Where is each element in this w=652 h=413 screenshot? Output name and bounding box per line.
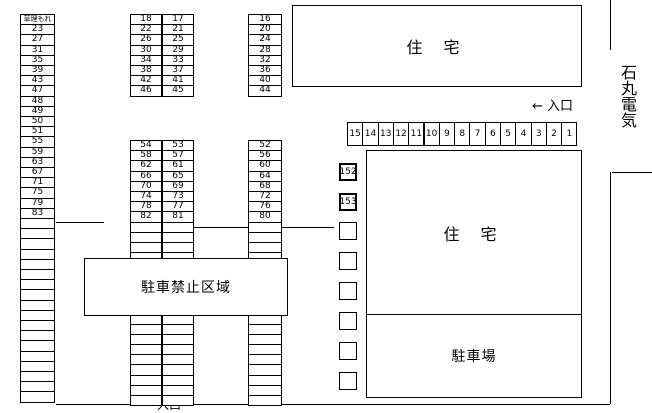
parking-space: 3 xyxy=(530,122,547,146)
housing-top: 住 宅 xyxy=(292,5,582,87)
no-parking-zone: 駐車禁止区域 xyxy=(84,258,288,316)
street-boundary-line xyxy=(610,172,611,404)
parking-space-empty xyxy=(339,342,357,360)
row-divider-mid xyxy=(130,227,334,228)
parking-space-empty xyxy=(339,252,357,270)
parking-space: 152 xyxy=(339,163,357,181)
parking-space-empty xyxy=(339,282,357,300)
parking-space: 2 xyxy=(545,122,563,146)
parking-space-empty xyxy=(339,222,357,240)
bottom-road-line-right xyxy=(190,404,610,405)
parking-lot-label: 駐車場 xyxy=(451,349,497,365)
parking-space: 153 xyxy=(339,193,357,211)
parking-space: 5 xyxy=(500,122,517,146)
parking-space: 14 xyxy=(362,122,379,146)
parking-space: 45 xyxy=(162,85,194,97)
parking-space: 13 xyxy=(377,122,394,146)
parking-space: 7 xyxy=(469,122,486,146)
parking-space: 8 xyxy=(454,122,471,146)
housing-right-label: 住 宅 xyxy=(443,224,505,244)
housing-right: 住 宅 xyxy=(366,150,582,315)
parking-space: 4 xyxy=(515,122,532,146)
housing-top-label: 住 宅 xyxy=(406,38,468,57)
no-parking-label: 駐車禁止区域 xyxy=(141,280,231,296)
parking-space-empty xyxy=(339,372,357,390)
row-divider-left xyxy=(56,222,104,223)
parking-space: 9 xyxy=(438,122,456,146)
street-divider xyxy=(612,172,652,173)
parking-space: 11 xyxy=(408,122,425,146)
parking-space-empty xyxy=(248,395,282,407)
bottom-road-line xyxy=(56,404,132,405)
street-boundary-line-top xyxy=(610,0,611,50)
parking-space-empty xyxy=(162,395,194,407)
parking-space: 15 xyxy=(347,122,364,146)
parking-lot: 駐車場 xyxy=(366,314,582,398)
parking-space-empty xyxy=(130,395,162,407)
parking-space: 1 xyxy=(561,122,578,146)
parking-space: 6 xyxy=(484,122,501,146)
parking-space: 46 xyxy=(130,85,162,97)
entrance-right: ← 入口 xyxy=(532,99,574,114)
parking-space: 10 xyxy=(423,122,440,146)
street-name: 石丸電気 xyxy=(618,64,637,128)
parking-space-empty xyxy=(20,391,55,403)
parking-space: 12 xyxy=(392,122,410,146)
parking-space: 44 xyxy=(248,85,282,97)
parking-space-empty xyxy=(339,312,357,330)
